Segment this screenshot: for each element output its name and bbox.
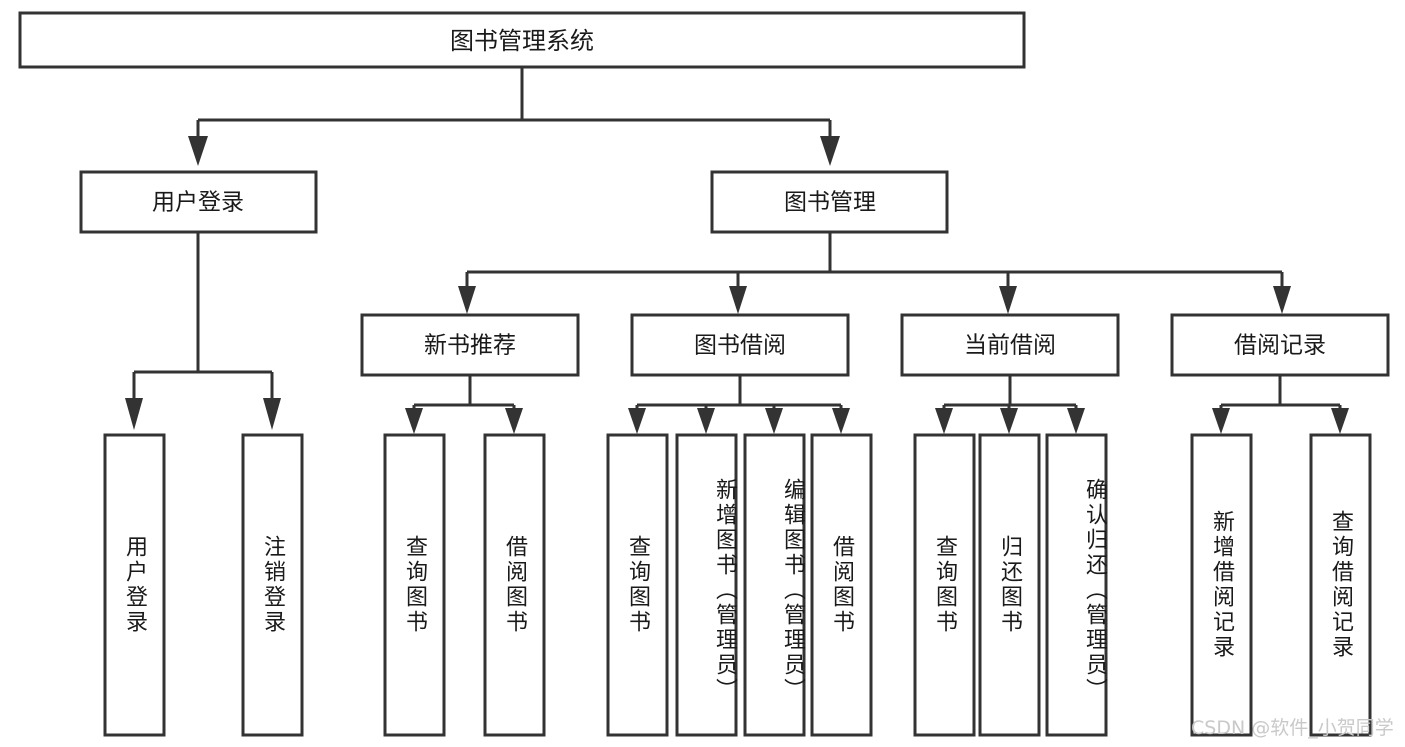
leaf-query-borrow-record-box[interactable] <box>1309 433 1372 737</box>
leaf-borrow-book-1-box[interactable] <box>483 433 546 737</box>
arrow-head-leaf-borrow-book-2 <box>832 408 850 434</box>
node-user-login[interactable]: 用户登录 <box>79 170 318 234</box>
arrow-head-book-borrow <box>729 286 747 314</box>
arrow-head-leaf-add-book <box>697 408 715 434</box>
node-book-borrow-label: 图书借阅 <box>694 333 786 359</box>
arrow-head-leaf-add-borrow-record <box>1212 408 1230 434</box>
connector-group-book-management <box>458 232 1291 314</box>
node-book-management[interactable]: 图书管理 <box>710 170 949 234</box>
arrow-head-user-login <box>188 136 208 166</box>
node-current-borrow-label: 当前借阅 <box>964 333 1056 359</box>
arrow-head-leaf-query-book-3 <box>935 408 953 434</box>
arrow-head-borrow-record <box>1273 286 1291 314</box>
arrow-head-leaf-query-book-1 <box>405 408 423 434</box>
leaf-user-login-box[interactable] <box>103 433 166 737</box>
connector-group-book-borrow <box>628 375 850 434</box>
leaf-borrow-book-2-box[interactable] <box>810 433 873 737</box>
arrow-head-current-borrow <box>999 286 1017 314</box>
connector-group-current-borrow <box>935 375 1085 434</box>
node-book-borrow-box[interactable] <box>630 313 850 377</box>
leaf-edit-book-box[interactable] <box>743 433 806 737</box>
connector-group-borrow-record <box>1212 375 1349 434</box>
node-user-login-box[interactable] <box>79 170 318 234</box>
node-root-label: 图书管理系统 <box>450 27 594 55</box>
arrow-head-leaf-borrow-book-1 <box>505 408 523 434</box>
arrow-head-leaf-user-login <box>125 398 143 430</box>
node-new-book-recommend-box[interactable] <box>360 313 580 377</box>
node-borrow-record-label: 借阅记录 <box>1234 333 1326 359</box>
node-borrow-record[interactable]: 借阅记录 <box>1170 313 1390 377</box>
node-current-borrow-box[interactable] <box>900 313 1120 377</box>
arrow-head-leaf-return-book <box>1000 408 1018 434</box>
node-user-login-label: 用户登录 <box>152 190 244 216</box>
connector-group-root <box>188 67 840 166</box>
leaf-query-book-3-box[interactable] <box>913 433 976 737</box>
leaf-query-book-2-box[interactable] <box>606 433 669 737</box>
leaf-boxes <box>103 433 1372 737</box>
node-borrow-record-box[interactable] <box>1170 313 1390 377</box>
node-book-management-box[interactable] <box>710 170 949 234</box>
node-new-book-recommend-label: 新书推荐 <box>424 333 516 359</box>
leaf-logout-login-box[interactable] <box>241 433 304 737</box>
node-new-book-recommend[interactable]: 新书推荐 <box>360 313 580 377</box>
node-root-box[interactable] <box>18 11 1026 69</box>
leaf-confirm-return-box[interactable] <box>1045 433 1108 737</box>
arrow-head-book-management <box>820 136 840 166</box>
arrow-head-leaf-confirm-return <box>1067 408 1085 434</box>
arrow-head-leaf-edit-book <box>765 408 783 434</box>
arrow-head-leaf-logout-login <box>263 398 281 430</box>
leaf-add-borrow-record-box[interactable] <box>1190 433 1253 737</box>
csdn-watermark: CSDN @软件_小贺同学 <box>1191 717 1394 739</box>
node-book-borrow[interactable]: 图书借阅 <box>630 313 850 377</box>
node-root[interactable]: 图书管理系统 <box>18 11 1026 69</box>
leaf-return-book-box[interactable] <box>978 433 1041 737</box>
arrow-head-leaf-query-book-2 <box>628 408 646 434</box>
arrow-head-leaf-query-borrow-record <box>1331 408 1349 434</box>
leaf-add-book-box[interactable] <box>675 433 738 737</box>
node-current-borrow[interactable]: 当前借阅 <box>900 313 1120 377</box>
connector-group-user-login <box>125 232 281 430</box>
connector-group-new-book-recommend <box>405 375 523 434</box>
arrow-head-new-book-recommend <box>458 286 476 314</box>
node-book-management-label: 图书管理 <box>784 190 876 216</box>
leaf-query-book-1-box[interactable] <box>383 433 446 737</box>
